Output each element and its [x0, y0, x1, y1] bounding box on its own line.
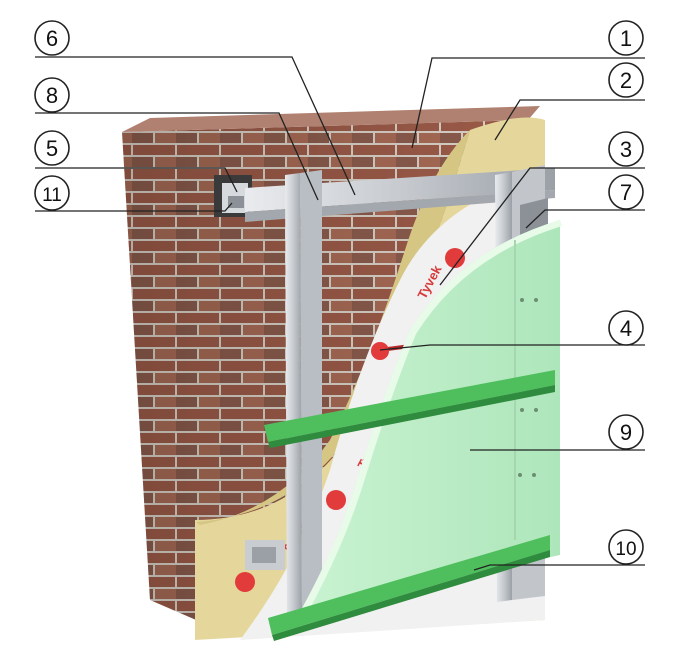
green-horizontal-profile: [264, 370, 555, 641]
callout-leaders: [35, 56, 645, 571]
svg-text:10: 10: [615, 539, 636, 560]
lower-wall-bracket: [245, 540, 285, 570]
svg-text:2: 2: [620, 68, 632, 93]
svg-text:9: 9: [620, 420, 632, 445]
svg-text:4: 4: [620, 316, 632, 341]
membrane-dot: [445, 248, 465, 268]
callout-11: 11: [34, 175, 70, 211]
callout-3: 3: [608, 131, 644, 167]
membrane-dot: [235, 572, 255, 592]
callout-7: 7: [608, 174, 644, 210]
svg-text:7: 7: [620, 180, 632, 205]
callout-2: 2: [608, 62, 644, 98]
svg-text:3: 3: [620, 137, 632, 162]
callout-1: 1: [608, 20, 644, 56]
callout-9: 9: [608, 414, 644, 450]
svg-text:6: 6: [46, 26, 58, 51]
horizontal-metal-profile: [245, 168, 555, 222]
membrane-dot: [326, 490, 346, 510]
callout-5: 5: [34, 130, 70, 166]
callout-6: 6: [34, 20, 70, 56]
svg-text:8: 8: [46, 83, 58, 108]
callout-8: 8: [34, 77, 70, 113]
svg-text:5: 5: [46, 136, 58, 161]
svg-text:11: 11: [42, 185, 62, 206]
callout-10: 10: [608, 529, 644, 565]
callout-4: 4: [608, 310, 644, 346]
svg-text:1: 1: [620, 26, 632, 51]
